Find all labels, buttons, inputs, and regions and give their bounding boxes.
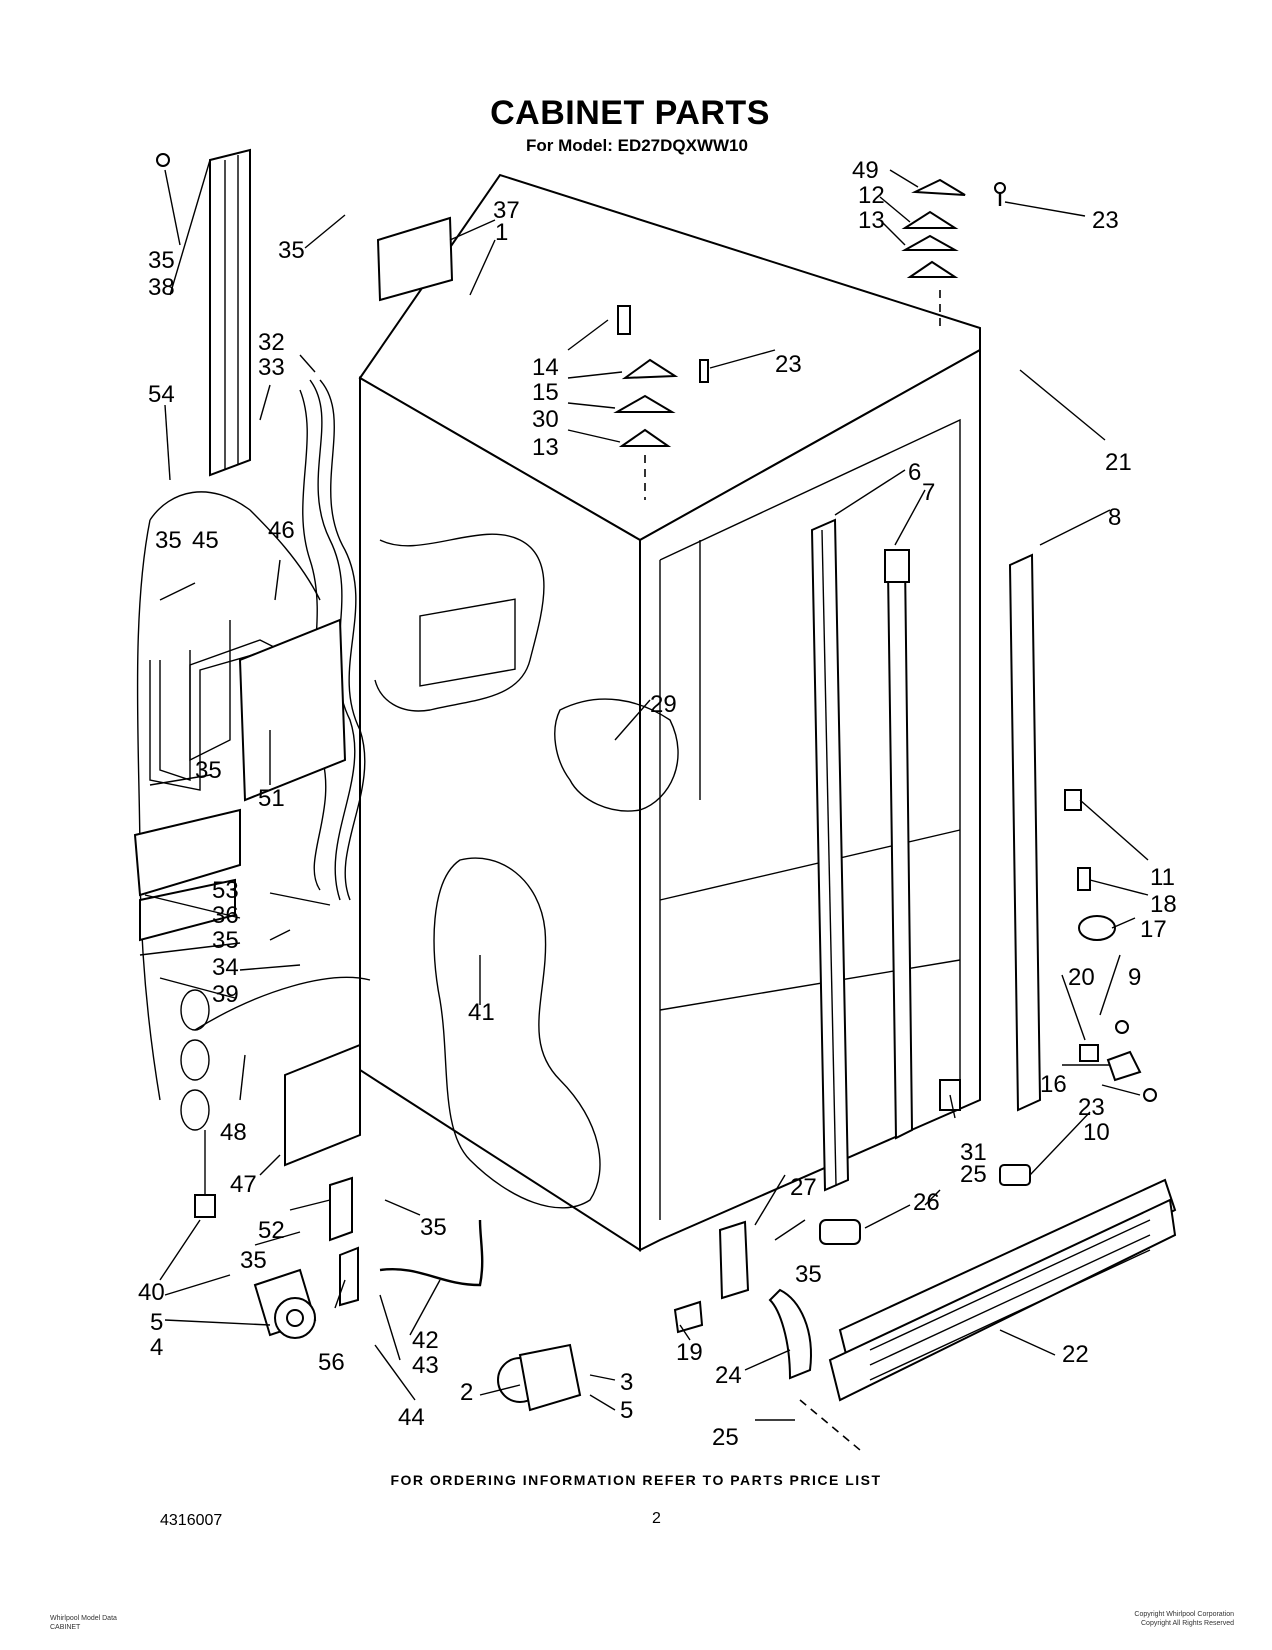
callout-25: 25	[712, 1424, 739, 1451]
model-line: For Model: ED27DQXWW10	[526, 136, 748, 155]
callout-5: 5	[620, 1397, 633, 1424]
bracket-56	[339, 1246, 359, 1307]
callout-45: 45	[192, 527, 219, 554]
cover-plate-lower	[139, 878, 236, 942]
callout-32: 32	[258, 329, 285, 356]
door-stop	[673, 1300, 704, 1334]
trim-strip	[1008, 553, 1042, 1112]
bottom-hinge	[718, 1220, 812, 1380]
power-cord	[180, 976, 371, 1218]
callout-56: 56	[318, 1349, 345, 1376]
callout-29: 29	[650, 691, 677, 718]
callout-54: 54	[148, 381, 175, 408]
callout-41: 41	[468, 999, 495, 1026]
ordering-footer: FOR ORDERING INFORMATION REFER TO PARTS …	[390, 1472, 882, 1488]
drain-tube	[379, 1219, 484, 1287]
callout-4: 4	[150, 1334, 163, 1361]
callout-34: 34	[212, 954, 239, 981]
callout-44: 44	[398, 1404, 425, 1431]
top-bracket	[376, 216, 454, 302]
callout-49: 49	[852, 157, 879, 184]
callout-22: 22	[1062, 1341, 1089, 1368]
callout-37: 37	[493, 197, 520, 224]
callout-6: 6	[908, 459, 921, 486]
doc-number: 4316007	[160, 1512, 223, 1529]
callout-46: 46	[268, 517, 295, 544]
callout-31: 31	[960, 1139, 987, 1166]
heater-connector	[884, 549, 910, 583]
callout-26: 26	[913, 1189, 940, 1216]
callout-18: 18	[1150, 891, 1177, 918]
callout-33: 33	[258, 354, 285, 381]
callout-43: 43	[412, 1352, 439, 1379]
callout-27: 27	[790, 1174, 817, 1201]
toe-grille	[799, 1178, 1177, 1451]
callout-35: 35	[148, 247, 175, 274]
front-roller	[497, 1343, 582, 1412]
roller-assembly	[253, 1268, 317, 1339]
callout-35: 35	[212, 927, 239, 954]
callout-35: 35	[240, 1247, 267, 1274]
bracket-26	[819, 1219, 861, 1245]
callout-40: 40	[138, 1279, 165, 1306]
leader-lines	[139, 159, 1149, 1421]
callout-labels: 35 38 35 37 1 32 33 54 35 45 46 35 51 53…	[138, 157, 1177, 1451]
bracket-10	[999, 1164, 1031, 1186]
callout-23: 23	[1092, 207, 1119, 234]
callout-35: 35	[155, 527, 182, 554]
callout-21: 21	[1105, 449, 1132, 476]
mullion-strip	[156, 148, 251, 477]
callout-19: 19	[676, 1339, 703, 1366]
callout-23: 23	[1078, 1094, 1105, 1121]
callout-24: 24	[715, 1362, 742, 1389]
callout-3: 3	[620, 1369, 633, 1396]
callout-1: 1	[495, 219, 508, 246]
callout-52: 52	[258, 1217, 285, 1244]
callout-30: 30	[532, 406, 559, 433]
callout-5: 5	[150, 1309, 163, 1336]
callout-9: 9	[1128, 964, 1141, 991]
callout-17: 17	[1140, 916, 1167, 943]
top-hinge-right	[901, 178, 1006, 330]
callout-14: 14	[532, 354, 559, 381]
callout-51: 51	[258, 785, 285, 812]
callout-35: 35	[278, 237, 305, 264]
callout-16: 16	[1040, 1071, 1067, 1098]
callout-7: 7	[922, 479, 935, 506]
callout-38: 38	[148, 274, 175, 301]
callout-15: 15	[532, 379, 559, 406]
right-side-hardware	[1064, 789, 1157, 1102]
callout-25: 25	[960, 1161, 987, 1188]
callout-11: 11	[1150, 864, 1175, 891]
callout-53: 53	[212, 877, 239, 904]
top-hinge-center	[613, 305, 709, 500]
callout-2: 2	[460, 1379, 473, 1406]
hinge-bracket	[329, 1176, 353, 1242]
callout-35: 35	[420, 1214, 447, 1241]
callout-23: 23	[775, 351, 802, 378]
callout-20: 20	[1068, 964, 1095, 991]
callout-48: 48	[220, 1119, 247, 1146]
callout-35: 35	[195, 757, 222, 784]
callout-35: 35	[795, 1261, 822, 1288]
callout-10: 10	[1083, 1119, 1110, 1146]
relay-box	[284, 1043, 361, 1167]
cover-plate	[133, 808, 241, 897]
callout-13: 13	[532, 434, 559, 461]
callout-12: 12	[858, 182, 885, 209]
callout-8: 8	[1108, 504, 1121, 531]
page-title: CABINET PARTS	[490, 94, 770, 132]
callout-47: 47	[230, 1171, 257, 1198]
page-number: 2	[652, 1510, 661, 1527]
evaporator-heater	[149, 618, 347, 802]
callout-42: 42	[412, 1327, 439, 1354]
divider-strip	[810, 518, 850, 1192]
callout-36: 36	[212, 902, 239, 929]
callout-39: 39	[212, 981, 239, 1008]
callout-13: 13	[858, 207, 885, 234]
